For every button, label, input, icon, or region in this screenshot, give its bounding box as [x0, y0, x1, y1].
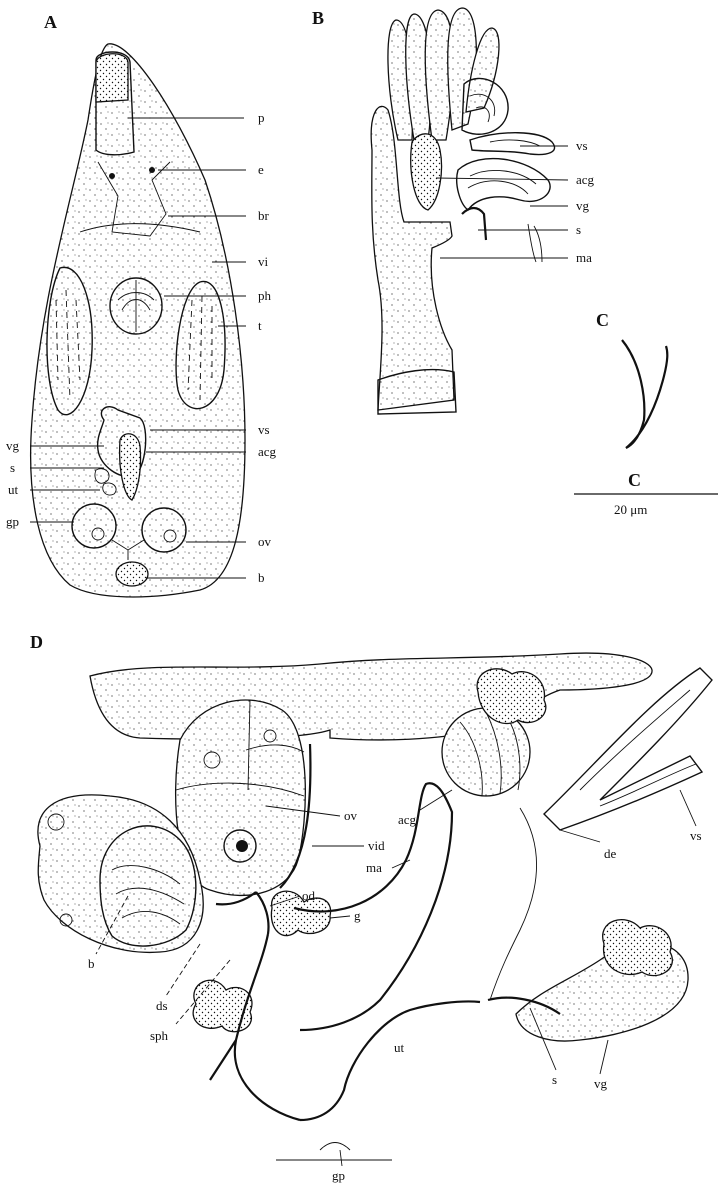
label-d-vg: vg	[594, 1076, 608, 1091]
label-a-ov: ov	[258, 534, 272, 549]
leader-d-de	[560, 830, 600, 842]
panel-d: D	[30, 632, 712, 1183]
label-a-vi: vi	[258, 254, 269, 269]
vitellarium	[90, 653, 652, 740]
label-a-acg: acg	[258, 444, 277, 459]
gland-g	[271, 891, 330, 935]
label-d-gp: gp	[332, 1168, 345, 1183]
vesicula-granulorum	[457, 159, 550, 210]
panel-a: A	[6, 12, 277, 597]
label-d-ov: ov	[344, 808, 358, 823]
eye-left	[109, 173, 115, 179]
label-d-ma: ma	[366, 860, 382, 875]
label-a-br: br	[258, 208, 270, 223]
label-d-s: s	[552, 1072, 557, 1087]
label-a-p: p	[258, 110, 265, 125]
label-b-ma: ma	[576, 250, 592, 265]
label-a-vs: vs	[258, 422, 270, 437]
leader-b-acg	[436, 178, 568, 180]
body-outline	[31, 44, 245, 597]
label-d-g: g	[354, 908, 361, 923]
leader-d-vg	[600, 1040, 608, 1074]
bursa	[116, 562, 148, 586]
vg-glands-d	[603, 920, 673, 976]
label-d-b: b	[88, 956, 95, 971]
panel-label-d: D	[30, 632, 43, 652]
ejaculatory-duct	[490, 808, 537, 1000]
vg-striations	[468, 170, 536, 194]
vesicle-duct	[470, 133, 555, 155]
proboscis-tip	[96, 54, 128, 102]
oviduct-od	[216, 892, 269, 934]
label-b-acg: acg	[576, 172, 595, 187]
leader-d-gp	[340, 1150, 342, 1166]
stylet-c	[622, 340, 667, 448]
label-a-gp: gp	[6, 514, 19, 529]
panel-c: C C 20 μm	[574, 310, 718, 517]
label-a-t: t	[258, 318, 262, 333]
scale-bar-caption: C	[628, 470, 641, 490]
label-d-ut: ut	[394, 1040, 405, 1055]
stylet-b	[462, 208, 486, 240]
label-d-de: de	[604, 846, 617, 861]
leader-d-vs	[680, 790, 696, 826]
label-a-b: b	[258, 570, 265, 585]
panel-label-c: C	[596, 310, 609, 330]
label-b-vg: vg	[576, 198, 590, 213]
eye-right	[149, 167, 155, 173]
sphincter-glands	[193, 980, 252, 1031]
label-d-ds: ds	[156, 998, 168, 1013]
label-d-vid: vid	[368, 838, 385, 853]
label-d-od: od	[302, 888, 316, 903]
uterus-wall	[300, 1001, 480, 1120]
accessory-gland-b	[411, 134, 442, 210]
vs-fibres	[580, 690, 696, 806]
label-b-s: s	[576, 222, 581, 237]
label-b-vs: vs	[576, 138, 588, 153]
label-d-sph: sph	[150, 1028, 169, 1043]
label-a-vg: vg	[6, 438, 20, 453]
leader-d-g	[330, 916, 350, 918]
label-a-ut: ut	[8, 482, 19, 497]
label-a-ph: ph	[258, 288, 272, 303]
vesicle-cluster-d	[477, 669, 546, 724]
label-a-e: e	[258, 162, 264, 177]
label-d-vs: vs	[690, 828, 702, 843]
nucleolus	[236, 840, 248, 852]
label-d-acg: acg	[398, 812, 417, 827]
label-a-s: s	[10, 460, 15, 475]
vesicle-duct-inner	[490, 140, 540, 146]
leader-d-ds	[166, 944, 200, 996]
panel-label-a: A	[44, 12, 57, 32]
panel-b: B vs acg vg s ma	[312, 8, 595, 414]
gonopore-line	[276, 1143, 392, 1161]
scale-bar-text: 20 μm	[614, 502, 647, 517]
panel-label-b: B	[312, 8, 324, 28]
